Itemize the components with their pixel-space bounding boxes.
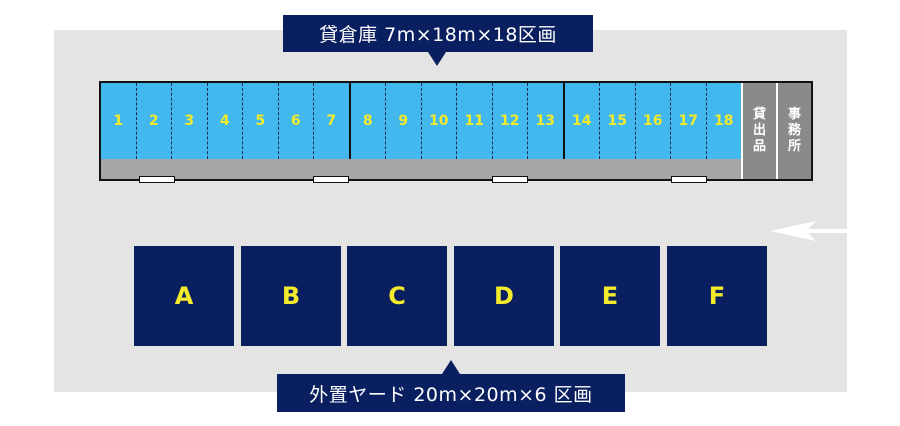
bay-7[interactable]: 7: [314, 83, 351, 159]
rental-items-char: 貸: [752, 107, 766, 122]
bay-6[interactable]: 6: [278, 83, 314, 159]
bay-2[interactable]: 2: [136, 83, 172, 159]
yard-c[interactable]: C: [347, 246, 447, 346]
bay-12[interactable]: 12: [492, 83, 528, 159]
office-room[interactable]: 事 務 所: [778, 83, 811, 179]
bay-9[interactable]: 9: [386, 83, 422, 159]
bay-14[interactable]: 14: [564, 83, 600, 159]
rental-items-room[interactable]: 貸 出 品: [743, 83, 776, 179]
bay-16[interactable]: 16: [635, 83, 671, 159]
bay-15[interactable]: 15: [600, 83, 636, 159]
loading-strip: [101, 159, 741, 179]
yard-title: 外置ヤード 20m×20m×6 区画: [277, 374, 625, 412]
bay-5[interactable]: 5: [243, 83, 279, 159]
office-char: 所: [787, 139, 801, 154]
bay-18[interactable]: 18: [706, 83, 741, 159]
bay-11[interactable]: 11: [457, 83, 493, 159]
shutter-door: [671, 176, 707, 183]
yard-f[interactable]: F: [667, 246, 767, 346]
warehouse-title-pointer: [428, 52, 446, 66]
yard-a[interactable]: A: [134, 246, 234, 346]
rental-items-char: 出: [752, 123, 766, 138]
warehouse-bays: 1 2 3 4 5 6 7 8 9 10 11 12 13 14 15 16 1…: [101, 83, 741, 159]
warehouse-title: 貸倉庫 7m×18m×18区画: [283, 15, 593, 52]
office-char: 事: [787, 107, 801, 122]
yard-title-pointer: [442, 360, 460, 374]
shutter-door: [492, 176, 528, 183]
arrow-left-icon: [770, 221, 848, 241]
bay-10[interactable]: 10: [421, 83, 457, 159]
bay-1[interactable]: 1: [101, 83, 137, 159]
bay-3[interactable]: 3: [172, 83, 208, 159]
shutter-door: [139, 176, 175, 183]
warehouse-building: 1 2 3 4 5 6 7 8 9 10 11 12 13 14 15 16 1…: [99, 81, 813, 183]
office-char: 務: [787, 123, 801, 138]
yard-e[interactable]: E: [560, 246, 660, 346]
yard-d[interactable]: D: [454, 246, 554, 346]
yard-b[interactable]: B: [241, 246, 341, 346]
shutter-door: [313, 176, 349, 183]
bay-4[interactable]: 4: [207, 83, 243, 159]
bay-17[interactable]: 17: [671, 83, 707, 159]
bay-13[interactable]: 13: [528, 83, 565, 159]
rental-items-char: 品: [752, 139, 766, 154]
bay-8[interactable]: 8: [350, 83, 386, 159]
